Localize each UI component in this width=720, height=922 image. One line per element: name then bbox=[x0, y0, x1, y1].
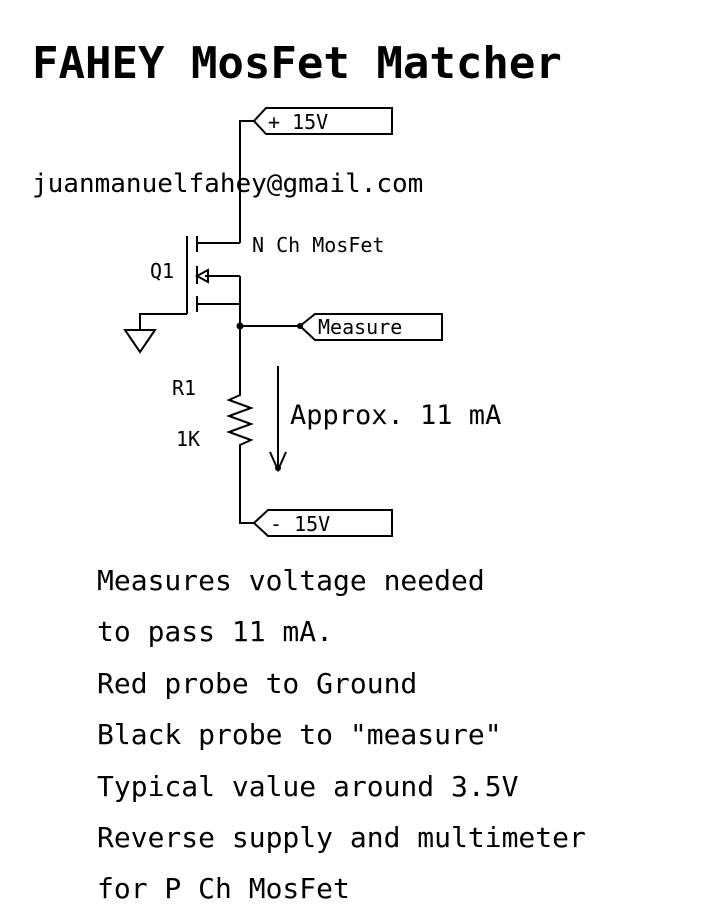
page-title: FAHEY MosFet Matcher bbox=[32, 38, 562, 89]
minus-15v-rail bbox=[252, 509, 393, 537]
mosfet-type-label: N Ch MosFet bbox=[252, 233, 384, 257]
ground-symbol bbox=[123, 329, 157, 354]
plus-15v-label: + 15V bbox=[268, 110, 328, 134]
mosfet-q1-symbol bbox=[139, 236, 241, 368]
mosfet-ref-label: Q1 bbox=[150, 259, 174, 283]
note-line-5: Typical value around 3.5V bbox=[97, 770, 519, 803]
note-line-6: Reverse supply and multimeter bbox=[97, 821, 586, 854]
note-line-3: Red probe to Ground bbox=[97, 667, 417, 700]
note-line-1: Measures voltage needed bbox=[97, 564, 485, 597]
plus-15v-rail bbox=[239, 107, 393, 243]
note-line-4: Black probe to "measure" bbox=[97, 718, 502, 751]
measure-label: Measure bbox=[318, 315, 402, 339]
measure-node bbox=[236, 313, 443, 341]
resistor-r1-symbol bbox=[226, 368, 254, 524]
current-arrow bbox=[269, 366, 287, 473]
author-email: juanmanuelfahey@gmail.com bbox=[32, 169, 423, 199]
current-label: Approx. 11 mA bbox=[290, 400, 501, 431]
note-line-2: to pass 11 mA. bbox=[97, 615, 333, 648]
minus-15v-label: - 15V bbox=[270, 512, 330, 536]
resistor-value-label: 1K bbox=[176, 427, 200, 451]
note-line-7: for P Ch MosFet bbox=[97, 872, 350, 905]
resistor-ref-label: R1 bbox=[172, 376, 196, 400]
